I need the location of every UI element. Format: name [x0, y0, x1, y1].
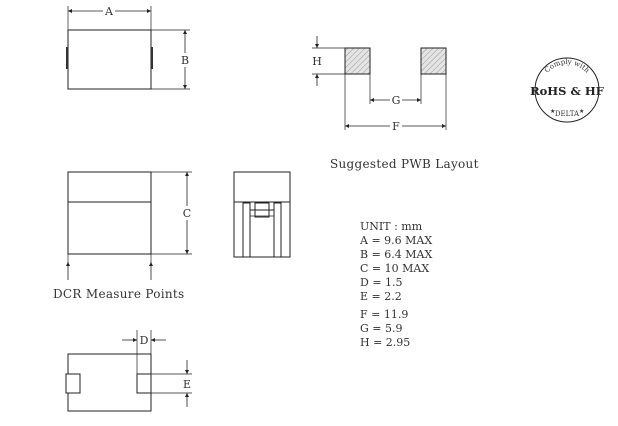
bottom-view	[65, 330, 192, 412]
seal-star-left: ★	[550, 108, 555, 115]
dim-label-f: F	[392, 120, 400, 133]
front-view	[66, 171, 192, 280]
dim-label-e: E	[183, 378, 191, 391]
spec-unit: UNIT : mm	[360, 220, 423, 233]
seal-top-text: Comply with	[543, 58, 591, 75]
spec-table: UNIT : mm A = 9.6 MAX B = 6.4 MAX C = 10…	[359, 220, 432, 349]
spec-row: D = 1.5	[360, 276, 403, 289]
dim-label-g: G	[392, 94, 401, 107]
dim-label-a: A	[104, 5, 114, 18]
dim-label-h: H	[312, 55, 322, 68]
spec-row: E = 2.2	[360, 290, 402, 303]
seal-main-text: RoHS & HF	[530, 84, 605, 98]
dim-label-c: C	[183, 207, 191, 220]
spec-row: A = 9.6 MAX	[359, 234, 432, 247]
top-view	[66, 6, 190, 90]
dim-label-d: D	[140, 334, 149, 347]
pwb-layout	[312, 36, 447, 130]
spec-row: F = 11.9	[360, 308, 408, 321]
spec-row: G = 5.9	[360, 322, 403, 335]
dcr-points-caption: DCR Measure Points	[53, 287, 185, 301]
dim-label-b: B	[181, 54, 189, 67]
seal-bottom-text: DELTA	[555, 110, 580, 118]
spec-row: B = 6.4 MAX	[360, 248, 432, 261]
spec-row: H = 2.95	[360, 336, 410, 349]
pwb-layout-caption: Suggested PWB Layout	[330, 157, 479, 171]
side-view	[233, 171, 291, 258]
seal-star-right: ★	[579, 108, 584, 115]
spec-row: C = 10 MAX	[360, 262, 429, 275]
rohs-seal	[534, 57, 600, 123]
